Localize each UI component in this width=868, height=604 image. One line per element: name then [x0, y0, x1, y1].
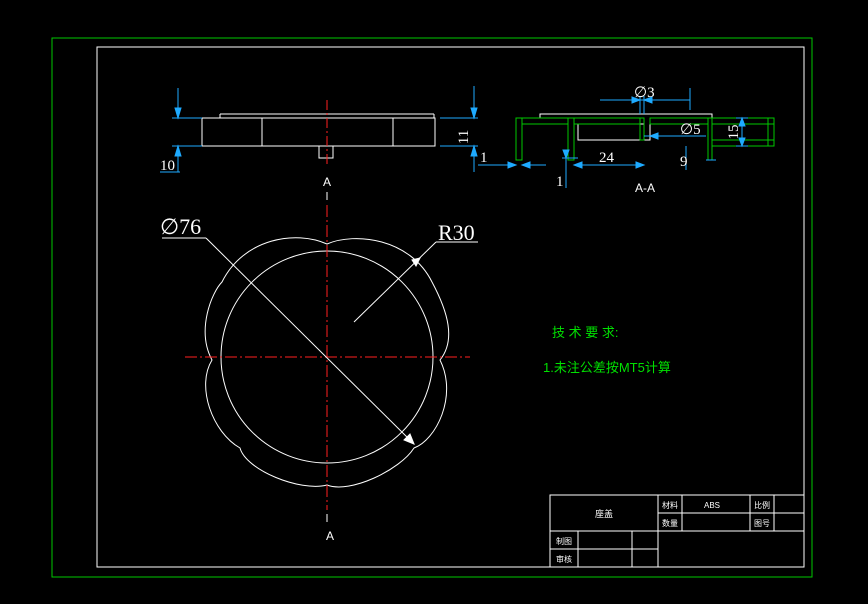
dim-label-d76: ∅76: [160, 214, 201, 239]
material-value: ABS: [704, 501, 720, 510]
drawn-by-label: 制图: [556, 536, 572, 546]
plan-centerlines: [185, 205, 470, 510]
quantity-label: 数量: [662, 518, 678, 528]
dimension-height-10: [160, 88, 202, 173]
notes-heading: 技 术 要 求:: [552, 325, 618, 340]
dimension-height-11: [440, 86, 478, 172]
material-label: 材料: [662, 500, 678, 510]
dim-label-10: 10: [160, 158, 175, 174]
section-mark-bottom: A: [326, 529, 334, 543]
dim-label-r30: R30: [438, 220, 475, 245]
drawing-no-label: 图号: [754, 519, 770, 528]
inner-border: [96, 46, 805, 568]
section-aa-dimensions: [478, 88, 748, 188]
dim-label-24: 24: [599, 150, 615, 166]
dim-label-1-lower: 1: [556, 174, 564, 190]
section-mark-top: A: [323, 175, 331, 189]
scale-label: 比例: [754, 500, 770, 510]
title-block: [549, 494, 805, 568]
side-elevation-view: [201, 113, 436, 159]
part-name: 座盖: [595, 508, 613, 519]
dim-label-11: 11: [456, 130, 472, 144]
section-aa-hatch: [515, 117, 775, 161]
dim-label-1-left: 1: [480, 150, 488, 166]
notes-item-1: 1.未注公差按MT5计算: [543, 360, 671, 375]
dim-label-9: 9: [680, 154, 688, 170]
checked-by-label: 审核: [556, 554, 572, 564]
plan-dimension-lines: [162, 237, 478, 445]
section-view-label: A-A: [635, 181, 655, 195]
dim-label-d3: ∅3: [634, 85, 655, 101]
outer-border: [51, 37, 813, 578]
dim-label-15: 15: [726, 125, 742, 140]
dim-label-d5: ∅5: [680, 122, 701, 138]
